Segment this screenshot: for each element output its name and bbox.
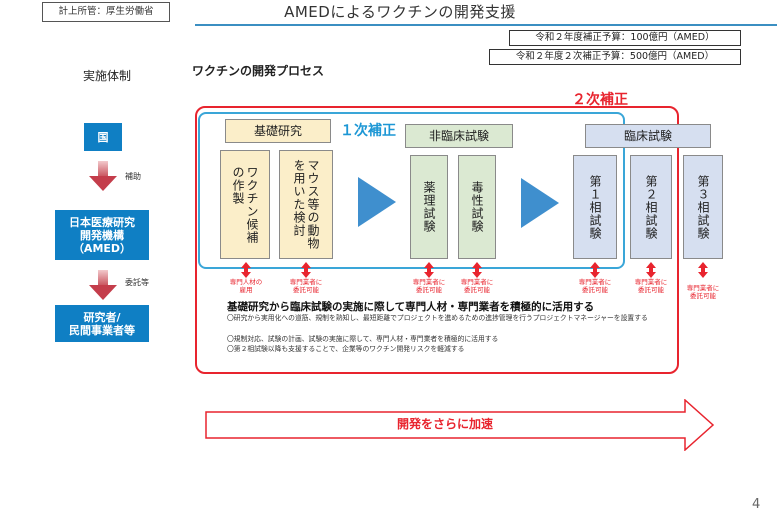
task-animal-study: マウス等の動物 を用いた検討 [279, 150, 333, 259]
outsource-note: 専門業者に 委託可能 [289, 278, 323, 294]
budget-second: 令和２年度２次補正予算：500億円（AMED） [489, 49, 741, 65]
accelerate-label: 開発をさらに加速 [396, 417, 493, 431]
hojo-note: 補助 [125, 172, 141, 181]
process-arrow-icon [521, 178, 559, 228]
outsource-note: 専門業者に 委託可能 [578, 278, 612, 294]
org-amed: 日本医療研究 開発機構 （AMED） [55, 210, 149, 260]
outsource-note: 専門業者に 委託可能 [634, 278, 668, 294]
first-supplement-label: １次補正 [340, 123, 396, 139]
down-arrow-icon [89, 161, 117, 191]
sub-statement: 〇第２相試験以降も支援することで、企業等のワクチン開発リスクを軽減する [227, 345, 465, 353]
task-label: ワクチン候補 の作製 [231, 165, 259, 244]
task-phase3: 第３相試験 [683, 155, 723, 259]
org-kuni: 国 [84, 123, 122, 151]
sub-statement: 〇規制対応、試験の計画、試験の実施に際して、専門人材・専門業者を積極的に活用する [227, 335, 499, 343]
main-statement: 基礎研究から臨床試験の実施に際して専門人材・専門業者を積極的に活用する [227, 301, 595, 313]
double-arrow-icon [698, 262, 708, 278]
org-kuni-label: 国 [97, 130, 109, 144]
double-arrow-icon [424, 262, 434, 278]
task-label: 第１相試験 [588, 174, 602, 240]
outsource-note: 専門業者に 委託可能 [460, 278, 494, 294]
task-phase2: 第２相試験 [630, 155, 672, 259]
task-label: 第２相試験 [644, 174, 658, 240]
itaku-note: 委託等 [125, 278, 149, 287]
process-heading: ワクチンの開発プロセス [192, 64, 325, 78]
outsource-note: 専門業者に 委託可能 [686, 284, 720, 300]
process-arrow-icon [358, 177, 396, 227]
org-amed-label: 日本医療研究 開発機構 （AMED） [69, 215, 135, 255]
double-arrow-icon [590, 262, 600, 278]
task-vaccine-candidate: ワクチン候補 の作製 [220, 150, 270, 259]
task-label: マウス等の動物 を用いた検討 [292, 159, 320, 250]
page-title: AMEDによるワクチンの開発支援 [284, 3, 516, 21]
page-number: 4 [752, 497, 761, 512]
ministry-tag: 計上所管：厚生労働省 [42, 2, 170, 22]
task-label: 第３相試験 [696, 174, 710, 240]
task-toxicity: 毒性試験 [458, 155, 496, 259]
double-arrow-icon [301, 262, 311, 278]
implementation-heading: 実施体制 [82, 69, 131, 83]
stage-clinical: 臨床試験 [585, 124, 711, 148]
double-arrow-icon [646, 262, 656, 278]
stage-basic-research: 基礎研究 [225, 119, 331, 143]
stage-nonclinical: 非臨床試験 [405, 124, 513, 148]
accelerate-arrow-icon [205, 399, 715, 451]
second-supplement-frame [195, 106, 679, 374]
title-rule [195, 24, 777, 26]
org-research: 研究者/ 民間事業者等 [55, 305, 149, 342]
second-supplement-label: ２次補正 [572, 92, 628, 108]
first-supplement-frame [198, 112, 625, 269]
outsource-note: 専門業者に 委託可能 [412, 278, 446, 294]
task-phase1: 第１相試験 [573, 155, 617, 259]
double-arrow-icon [472, 262, 482, 278]
task-label: 薬理試験 [422, 181, 436, 233]
task-pharmacology: 薬理試験 [410, 155, 448, 259]
hire-note: 専門人材の 雇用 [229, 278, 263, 294]
down-arrow-icon [89, 270, 117, 300]
task-label: 毒性試験 [470, 181, 484, 233]
sub-statement: 〇研究から実用化への道筋、規制を熟知し、最短距離でプロジェクトを進めるための進捗… [227, 314, 648, 322]
double-arrow-icon [241, 262, 251, 278]
budget-first: 令和２年度補正予算：100億円（AMED） [509, 30, 741, 46]
org-research-label: 研究者/ 民間事業者等 [69, 310, 135, 337]
